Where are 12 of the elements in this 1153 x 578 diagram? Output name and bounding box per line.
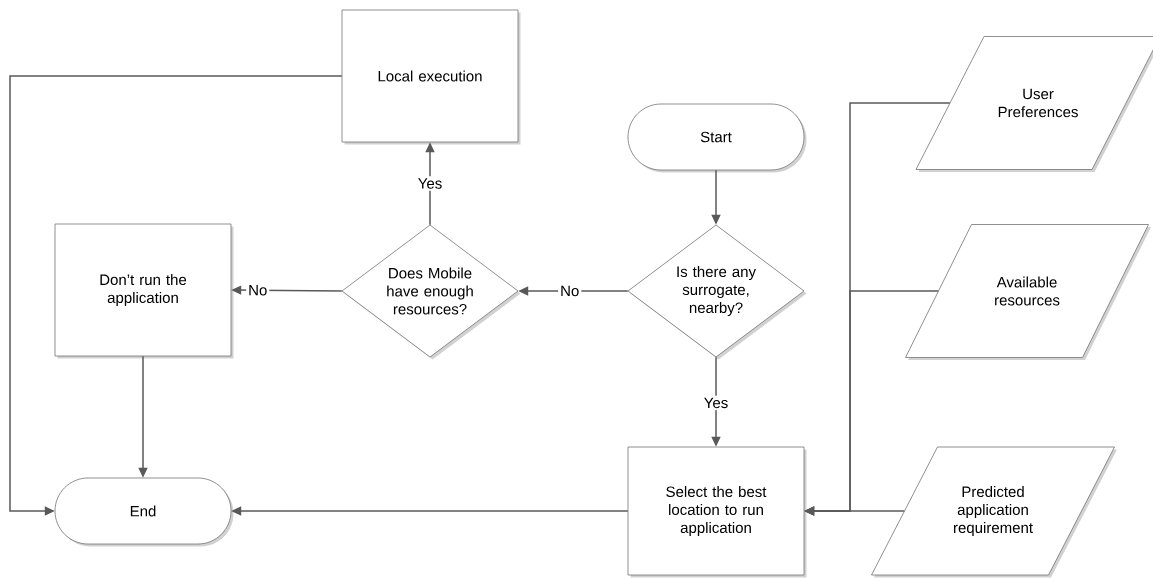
edge-label: Yes: [701, 395, 731, 411]
node-label: User Preferences: [998, 88, 1078, 118]
arrow: [9, 75, 343, 516]
edge-label: No: [246, 283, 270, 298]
data-parallelogram: Predicted application requirement: [871, 446, 1117, 578]
process-box: Local execution: [341, 9, 521, 145]
data-parallelogram: User Preferences: [915, 36, 1153, 172]
process-box: Select the best location to run application: [627, 446, 807, 578]
edge-label: No: [558, 283, 582, 299]
edge-label: Yes: [415, 176, 445, 191]
data-parallelogram: Available resources: [905, 224, 1151, 360]
process-box: Don’t run the application: [54, 223, 234, 359]
